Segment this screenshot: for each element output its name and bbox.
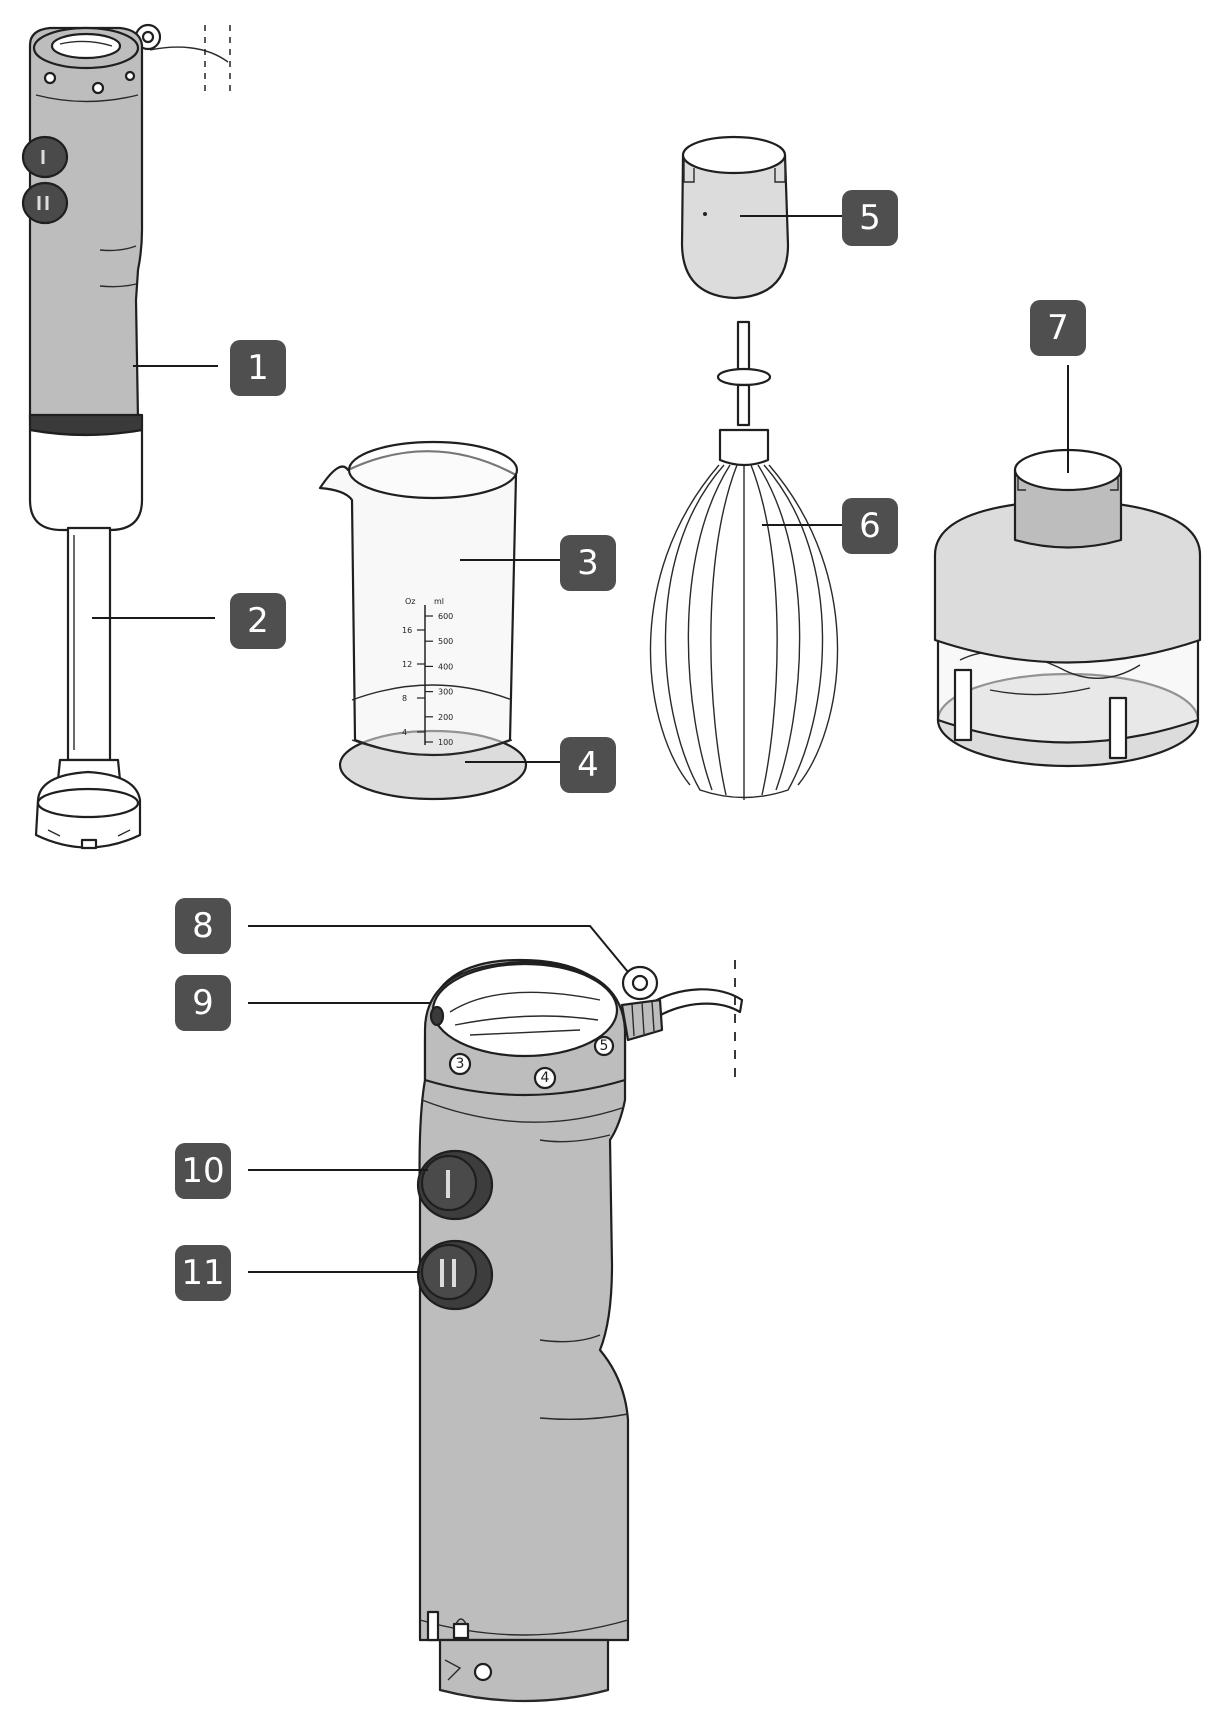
scale-label-oz: 16 [402, 626, 412, 635]
svg-text:11: 11 [181, 1253, 224, 1293]
svg-text:3: 3 [456, 1056, 465, 1072]
head-mark-4 [533, 1066, 557, 1090]
svg-text:3: 3 [577, 543, 599, 583]
scale-label-oz: 4 [402, 728, 407, 737]
scale-label-ml: 500 [438, 637, 453, 646]
speed-button-ii-small [21, 181, 69, 225]
callout-1: 1 [230, 340, 286, 396]
speed-button-ii [416, 1239, 494, 1311]
speed-button-i-small [21, 135, 69, 179]
scale-label-ml: 200 [438, 713, 453, 722]
scale-label-ml: 100 [438, 738, 453, 747]
head-mark-5 [593, 1035, 615, 1057]
callout-11: 11 [175, 1245, 231, 1301]
power-cord [646, 988, 744, 1020]
callout-8: 8 [175, 898, 231, 954]
callout-3: 3 [560, 535, 616, 591]
measuring-beaker: Oz ml 600 500 400 300 200 100 16 12 8 4 [318, 440, 528, 801]
svg-text:1: 1 [247, 348, 269, 388]
callout-5: 5 [842, 190, 898, 246]
callout-9: 9 [175, 975, 231, 1031]
svg-text:4: 4 [577, 745, 599, 785]
power-cord-small [149, 46, 229, 63]
scale-label-oz: 12 [402, 660, 412, 669]
svg-text:8: 8 [192, 906, 214, 946]
motor-unit-body [28, 26, 144, 422]
callout-7: 7 [1030, 300, 1086, 356]
scale-ml-header: ml [434, 597, 444, 606]
svg-text:10: 10 [181, 1151, 224, 1191]
coupler-cap [680, 135, 790, 300]
blending-shaft [34, 526, 142, 850]
svg-text:4: 4 [541, 1070, 550, 1086]
scale-label-oz: 8 [402, 694, 407, 703]
hand-blender-assembled [21, 23, 231, 850]
callout-4: 4 [560, 737, 616, 793]
leader-lines [92, 215, 1069, 1273]
svg-text:7: 7 [1047, 308, 1069, 348]
motor-body [418, 958, 630, 1642]
callout-6: 6 [842, 498, 898, 554]
coupling-head-slot [431, 962, 619, 1058]
callout-badges: 1 2 3 4 5 6 7 8 [175, 190, 1086, 1301]
scale-label-ml: 600 [438, 612, 453, 621]
callout-10: 10 [175, 1143, 231, 1199]
chopper-bowl [933, 448, 1202, 768]
lock-icon [452, 1622, 470, 1640]
scale-oz-header: Oz [405, 597, 416, 606]
motor-unit-detail: 3 4 5 [416, 958, 744, 1703]
scale-label-ml: 300 [438, 688, 453, 697]
svg-text:2: 2 [247, 601, 269, 641]
svg-text:9: 9 [192, 983, 214, 1023]
whisk-attachment [649, 320, 839, 800]
svg-text:5: 5 [859, 198, 881, 238]
head-mark-3 [448, 1052, 472, 1076]
scale-label-ml: 400 [438, 662, 453, 671]
svg-text:6: 6 [859, 506, 881, 546]
speed-button-i [416, 1149, 494, 1221]
svg-text:5: 5 [600, 1038, 609, 1054]
callout-2: 2 [230, 593, 286, 649]
